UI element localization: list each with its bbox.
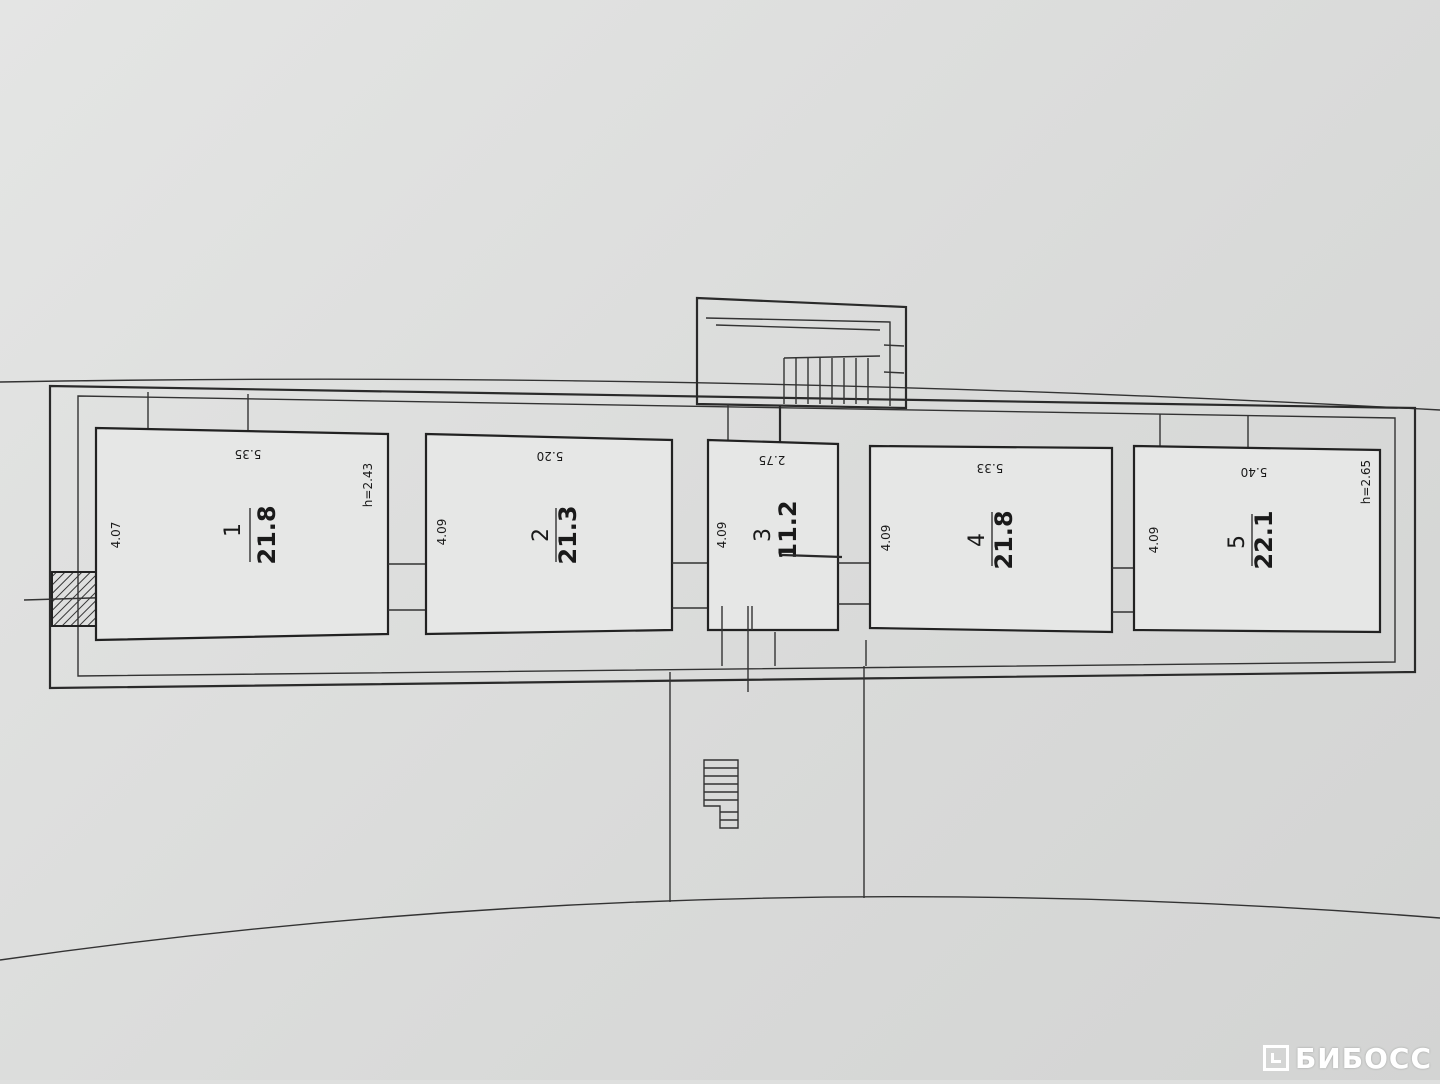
room-3-number: 3 <box>751 528 776 542</box>
room-5-width: 5.40 <box>1241 465 1268 479</box>
paper-edge-bottom <box>0 896 1440 961</box>
entrance-corridor <box>669 606 867 902</box>
room-5-depth: 4.09 <box>1147 527 1161 554</box>
room-1-number: 1 <box>221 523 246 537</box>
room-4-number: 4 <box>965 533 990 547</box>
watermark-text: БИБОСС <box>1294 1041 1432 1075</box>
stair-annex <box>695 296 908 410</box>
room-3[interactable]: 3 11.2 2.75 4.09 <box>706 438 843 632</box>
watermark-logo: БИБОСС <box>1262 1040 1432 1076</box>
room-5-number: 5 <box>1225 535 1250 549</box>
room-3-depth: 4.09 <box>715 522 729 549</box>
room-1-depth: 4.07 <box>109 522 123 549</box>
room-1-area: 21.8 <box>253 505 281 564</box>
exterior-stair-icon <box>703 759 739 829</box>
column-hatched <box>23 571 125 627</box>
room-2-depth: 4.09 <box>435 519 449 546</box>
room-5[interactable]: 5 22.1 5.40 4.09 h=2.65 <box>1132 444 1382 634</box>
doorway-4-5 <box>1112 567 1134 613</box>
room-2-number: 2 <box>529 528 554 542</box>
outer-wall <box>48 384 1417 690</box>
paper-edge-top <box>0 378 1440 411</box>
room-1[interactable]: 1 21.8 5.35 4.07 h=2.43 <box>94 426 390 642</box>
room-2-width: 5.20 <box>537 449 564 463</box>
room-5-area: 22.1 <box>1250 510 1278 569</box>
doorway-3-4 <box>838 562 870 605</box>
room-1-width: 5.35 <box>235 447 262 461</box>
room-1-height: h=2.43 <box>361 463 375 507</box>
room-3-area: 11.2 <box>774 500 802 559</box>
room-4-area: 21.8 <box>990 510 1018 569</box>
room-4-depth: 4.09 <box>879 525 893 552</box>
doorway-1-2 <box>388 563 426 611</box>
logo-icon <box>1262 1045 1289 1071</box>
doorway-2-3 <box>672 562 708 609</box>
room-4-width: 5.33 <box>977 461 1004 475</box>
stair-treads <box>783 355 881 404</box>
room-5-height: h=2.65 <box>1359 460 1373 504</box>
room-3-width: 2.75 <box>759 453 786 467</box>
room-4[interactable]: 4 21.8 5.33 4.09 <box>868 444 1114 634</box>
room-2[interactable]: 2 21.3 5.20 4.09 <box>424 432 674 636</box>
room-2-area: 21.3 <box>554 505 582 564</box>
